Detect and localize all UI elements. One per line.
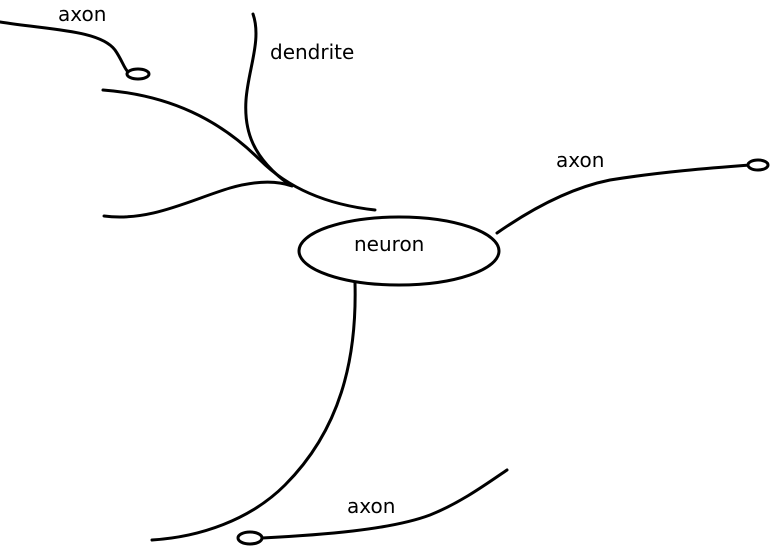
axon-bottom-line	[260, 468, 509, 540]
neuron-body	[297, 215, 501, 287]
neuron-label: neuron	[354, 232, 425, 256]
axon-terminal-right	[746, 158, 770, 172]
dendrite-label: dendrite	[270, 40, 355, 64]
lower-branch-line	[102, 180, 294, 219]
axon-label-bottom: axon	[347, 494, 396, 518]
axon-label-right: axon	[556, 148, 605, 172]
dendrite-line	[244, 12, 292, 187]
axon-top-line	[0, 20, 130, 74]
axon-right-line	[495, 163, 752, 235]
axon-label-top: axon	[58, 2, 107, 26]
axon-down-line	[150, 281, 357, 542]
axon-terminal-top	[125, 67, 151, 81]
upper-branch-line	[101, 88, 377, 212]
axon-terminal-bottom	[236, 530, 264, 546]
